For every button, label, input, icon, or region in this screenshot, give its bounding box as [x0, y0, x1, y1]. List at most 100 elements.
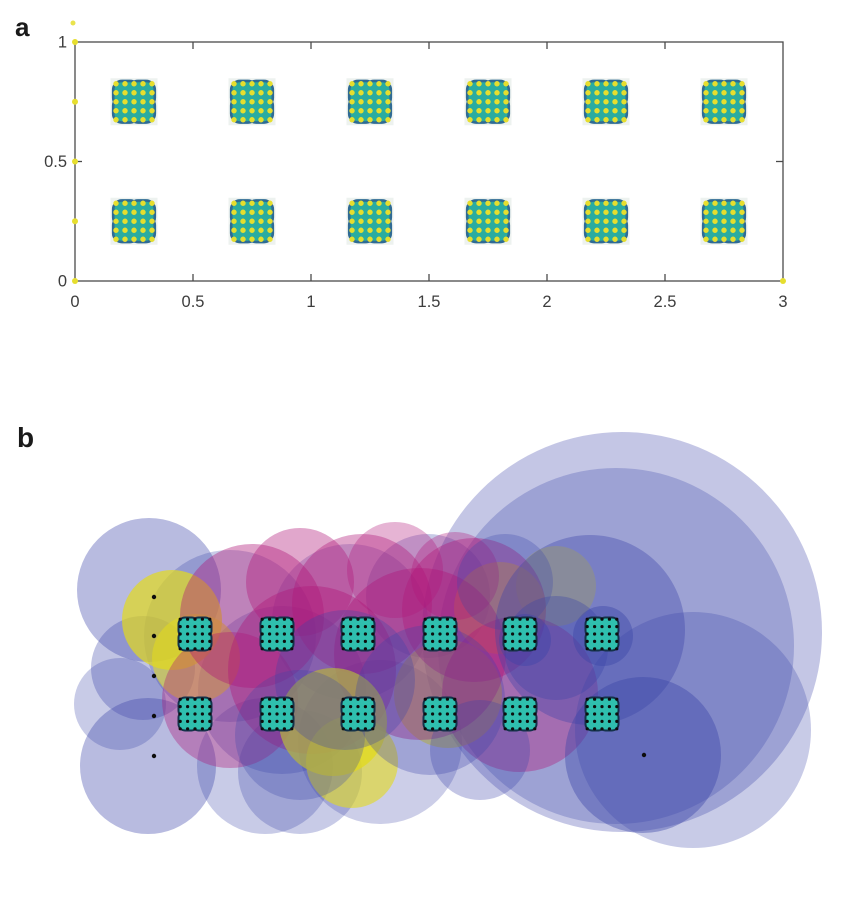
sensor-node-dot — [113, 227, 119, 233]
sensor-node-dot — [467, 90, 473, 96]
sensor-node-dot — [712, 218, 718, 224]
sensor-node-dot — [438, 727, 442, 731]
coverage-cluster-a — [346, 78, 394, 126]
sensor-node-dot — [178, 632, 182, 636]
sensor-node-dot — [485, 90, 491, 96]
sensor-node-dot — [149, 227, 155, 233]
sensor-node-dot — [358, 200, 364, 206]
sensor-node-dot — [131, 236, 137, 242]
sensor-node-dot — [593, 719, 597, 724]
sensor-node-dot — [503, 108, 509, 114]
sensor-node-dot — [363, 639, 367, 644]
sensor-node-dot — [593, 712, 597, 716]
sensor-node-dot — [721, 117, 727, 123]
coverage-cluster-a — [464, 197, 512, 245]
sensor-node-dot — [231, 90, 237, 96]
sensor-node-dot — [186, 639, 190, 644]
x-tick-label: 0 — [70, 293, 79, 311]
sensor-node-dot — [518, 647, 522, 651]
sensor-node-dot — [258, 209, 264, 215]
sensor-node-dot — [453, 625, 457, 629]
sensor-node-dot — [445, 697, 449, 701]
sensor-node-dot — [258, 227, 264, 233]
sensor-node-dot — [208, 647, 212, 651]
sensor-node-dot — [600, 625, 604, 629]
sensor-node-dot — [231, 236, 237, 242]
sensor-node-dot — [363, 647, 367, 651]
sensor-node-dot — [730, 108, 736, 114]
sensor-node-dot — [178, 647, 182, 651]
boundary-node-dot — [72, 278, 78, 284]
coverage-circle-magenta — [246, 528, 354, 636]
sensor-node-dot — [721, 200, 727, 206]
sensor-node-dot — [113, 218, 119, 224]
sensor-node-dot — [186, 625, 190, 629]
sensor-node-dot — [510, 647, 515, 651]
sensor-node-dot — [363, 705, 367, 709]
sensor-node-dot — [231, 99, 237, 105]
sensor-node-dot — [453, 712, 457, 716]
sensor-node-dot — [376, 81, 382, 87]
coverage-cluster-a — [464, 78, 512, 126]
sensor-node-dot — [594, 81, 600, 87]
sensor-node-dot — [367, 236, 373, 242]
sensor-node-dot — [431, 617, 435, 621]
sensor-node-dot — [607, 705, 612, 709]
sensor-node-dot — [131, 218, 137, 224]
sensor-node-dot — [267, 227, 273, 233]
sensor-node-dot — [240, 209, 246, 215]
sensor-node-dot — [503, 632, 507, 636]
sensor-node-dot — [363, 632, 367, 636]
sensor-node-dot — [600, 719, 604, 724]
sensor-node-dot — [703, 108, 709, 114]
sensor-node-dot — [349, 236, 355, 242]
sensor-node-dot — [730, 81, 736, 87]
sensor-node-dot — [200, 617, 204, 621]
sensor-node-dot — [510, 727, 515, 731]
sensor-node-dot — [282, 697, 286, 701]
boundary-node-dot — [70, 20, 76, 26]
sensor-node-dot — [476, 209, 482, 215]
sensor-node-dot — [712, 108, 718, 114]
sensor-node-dot — [739, 200, 745, 206]
sensor-node-dot — [231, 81, 237, 87]
sensor-node-dot — [467, 227, 473, 233]
sensor-node-dot — [193, 632, 197, 636]
sensor-node-dot — [503, 81, 509, 87]
sensor-node-dot — [260, 697, 264, 701]
sensor-node-dot — [367, 209, 373, 215]
sensor-node-dot — [275, 727, 279, 731]
sensor-node-dot — [356, 697, 360, 701]
sensor-node-dot — [503, 236, 509, 242]
sensor-node-dot — [260, 705, 264, 709]
sensor-node-dot — [612, 236, 618, 242]
sensor-node-dot — [423, 625, 427, 629]
sensor-node-dot — [600, 617, 604, 621]
sensor-node-dot — [494, 99, 500, 105]
coverage-circle-yellow — [394, 640, 502, 748]
sensor-node-dot — [453, 632, 457, 636]
sensor-node-dot — [438, 625, 442, 629]
sensor-node-dot — [240, 236, 246, 242]
coverage-cluster-b — [177, 696, 213, 732]
sensor-node-dot — [533, 647, 537, 651]
sensor-node-dot — [721, 99, 727, 105]
x-tick-label: 1.5 — [418, 293, 441, 311]
sensor-node-dot — [193, 647, 197, 651]
sensor-node-dot — [140, 209, 146, 215]
sensor-node-dot — [453, 727, 457, 731]
sensor-node-dot — [249, 99, 255, 105]
sensor-node-dot — [615, 639, 619, 644]
sensor-node-dot — [712, 99, 718, 105]
sensor-node-dot — [585, 617, 589, 621]
sensor-node-dot — [533, 712, 537, 716]
sensor-node-dot — [503, 712, 507, 716]
sensor-node-dot — [349, 697, 353, 701]
sensor-node-dot — [607, 719, 612, 724]
sensor-node-dot — [739, 117, 745, 123]
sensor-node-dot — [178, 705, 182, 709]
sensor-node-dot — [140, 81, 146, 87]
sensor-node-dot — [476, 236, 482, 242]
sensor-node-dot — [193, 712, 197, 716]
sensor-node-dot — [122, 81, 128, 87]
